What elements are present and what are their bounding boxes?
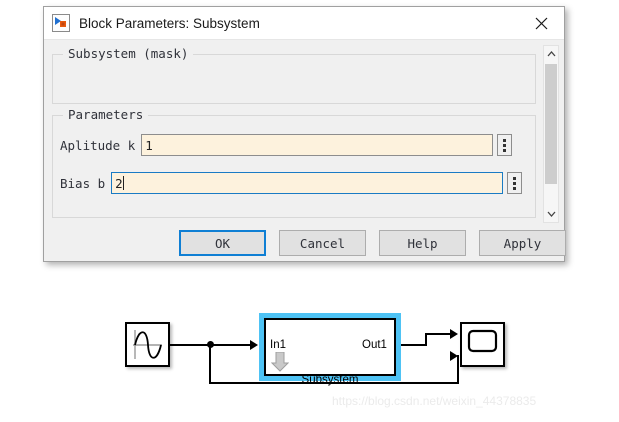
- vertical-scrollbar[interactable]: [543, 45, 559, 223]
- parameter-row-amplitude: Aplitude k 1: [50, 133, 513, 157]
- ok-button[interactable]: OK: [179, 230, 266, 256]
- dialog-titlebar[interactable]: Block Parameters: Subsystem: [44, 7, 564, 40]
- cancel-button[interactable]: Cancel: [279, 230, 366, 256]
- bias-input[interactable]: 2: [111, 172, 504, 194]
- simulink-icon: [52, 14, 70, 32]
- scrollbar-thumb[interactable]: [545, 64, 557, 184]
- arrowhead-scope-in2: [450, 351, 458, 361]
- bias-label: Bias b: [60, 175, 106, 191]
- scope-screen-icon: [467, 329, 498, 353]
- wire-out1-seg2: [425, 333, 451, 335]
- down-arrow-icon: [270, 351, 290, 372]
- close-icon[interactable]: [518, 7, 564, 39]
- wire-sine-to-junction: [170, 344, 213, 346]
- description-group-title: Subsystem (mask): [63, 46, 194, 61]
- dot: [513, 181, 517, 185]
- parameters-group-title: Parameters: [63, 107, 149, 122]
- sine-wave-icon: [133, 330, 162, 359]
- vertical-ellipsis-icon[interactable]: [497, 134, 513, 156]
- chevron-down-icon[interactable]: [544, 206, 558, 222]
- help-button[interactable]: Help: [379, 230, 466, 256]
- subsystem-label: Subsystem: [301, 374, 359, 386]
- vertical-ellipsis-icon[interactable]: [507, 172, 523, 194]
- dot: [503, 138, 507, 142]
- wire-feedback-right: [209, 382, 459, 384]
- dot: [503, 143, 507, 147]
- amplitude-input[interactable]: 1: [141, 134, 494, 156]
- amplitude-label: Aplitude k: [60, 137, 136, 153]
- scope-block[interactable]: [460, 322, 505, 367]
- watermark-text: https://blog.csdn.net/weixin_44378835: [332, 394, 537, 408]
- dialog-body: Subsystem (mask) Parameters Aplitude k 1: [44, 40, 566, 261]
- arrowhead-scope-in1: [450, 329, 458, 339]
- text-caret: [122, 176, 124, 190]
- parameter-row-bias: Bias b 2: [50, 171, 523, 195]
- wire-junction-to-subsystem: [210, 344, 252, 346]
- dot: [513, 176, 517, 180]
- block-parameters-dialog: Block Parameters: Subsystem Subsystem (m…: [43, 6, 566, 262]
- dialog-title: Block Parameters: Subsystem: [79, 15, 260, 31]
- wire-feedback-up: [457, 355, 459, 384]
- bias-value: 2: [115, 175, 123, 191]
- apply-button[interactable]: Apply: [479, 230, 566, 256]
- arrowhead-subsystem-in1: [250, 340, 258, 350]
- dot: [513, 186, 517, 190]
- sine-wave-block[interactable]: [125, 322, 170, 367]
- wire-out1-seg1: [401, 344, 427, 346]
- parameters-groupbox: Parameters: [52, 107, 536, 218]
- dot: [503, 148, 507, 152]
- dialog-button-row: OK Cancel Help Apply: [44, 230, 566, 260]
- wire-out1-riser: [425, 333, 427, 346]
- wire-feedback-down: [209, 344, 211, 384]
- subsystem-out1-label: Out1: [362, 339, 387, 351]
- subsystem-in1-label: In1: [270, 339, 286, 351]
- dialog-content-pane: Subsystem (mask) Parameters Aplitude k 1: [50, 45, 538, 223]
- chevron-up-icon[interactable]: [544, 46, 558, 62]
- amplitude-value: 1: [145, 137, 153, 153]
- subsystem-block[interactable]: [264, 318, 396, 376]
- description-groupbox: Subsystem (mask): [52, 46, 536, 104]
